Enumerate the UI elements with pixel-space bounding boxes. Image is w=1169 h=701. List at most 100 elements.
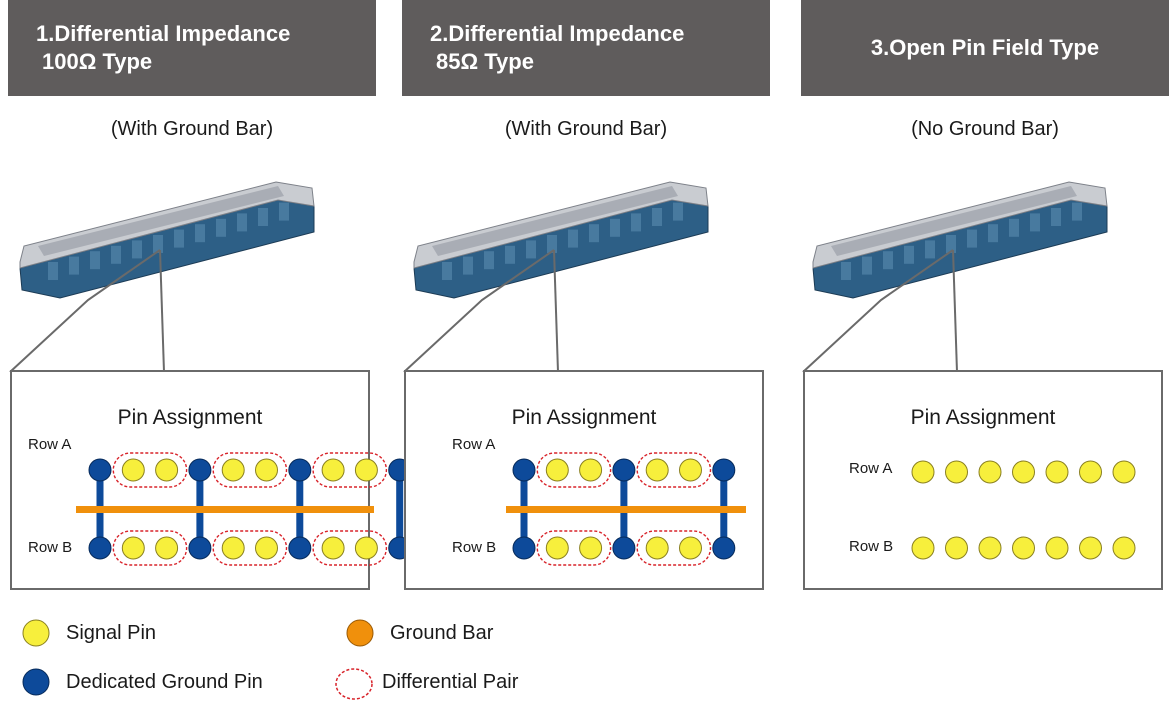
- header-line-1: 3.Open Pin Field Type: [870, 35, 1100, 60]
- panel-100-ohm: 1.Differential Impedance 100Ω Type (With…: [8, 0, 412, 600]
- ground-pin: [188, 536, 212, 560]
- connector-segment: [862, 256, 872, 275]
- ground-pin: [512, 458, 536, 482]
- ground-bar: [76, 506, 374, 513]
- callout-line: [952, 249, 958, 373]
- legend-label: Ground Bar: [390, 621, 494, 644]
- ground-pin: [512, 536, 536, 560]
- signal-pin: [1079, 460, 1102, 484]
- connector-segment: [279, 202, 289, 221]
- panel-header: 2.Differential Impedance 85Ω Type: [402, 0, 770, 96]
- header-line-1: 1.Differential Impedance: [36, 21, 291, 46]
- ground-pin: [612, 536, 636, 560]
- ground-bar: [506, 506, 746, 513]
- connector-ridge: [38, 186, 284, 256]
- panel-header: 3.Open Pin Field Type: [801, 0, 1169, 96]
- legend-signal-pin: Signal Pin: [16, 618, 156, 648]
- differential-pair-outline: [536, 452, 612, 488]
- signal-pin: [945, 536, 968, 560]
- signal-pin: [679, 458, 702, 482]
- pin-assignment-title: Pin Assignment: [117, 406, 263, 429]
- connector-segment: [153, 235, 163, 253]
- signal-pin: [321, 536, 345, 560]
- connector-segment: [442, 262, 452, 280]
- signal-pin: [645, 458, 669, 482]
- callout-line: [553, 249, 559, 373]
- ground-pin: [88, 458, 112, 482]
- ground-pin: [712, 536, 736, 560]
- connector-segment: [883, 251, 893, 270]
- differential-pair-outline: [112, 452, 188, 488]
- differential-pair-outline: [212, 530, 288, 566]
- legend-label: Differential Pair: [382, 670, 519, 693]
- connector-segment: [463, 256, 473, 275]
- signal-pin: [1012, 460, 1035, 484]
- connector-segment: [547, 235, 557, 253]
- row-b-label: Row B: [452, 539, 497, 556]
- signal-pin: [255, 536, 278, 560]
- panel-subtitle: (With Ground Bar): [110, 118, 274, 140]
- connector-segment: [505, 245, 515, 264]
- signal-pin: [255, 458, 278, 482]
- signal-pin: [545, 536, 569, 560]
- connector-segment: [1009, 218, 1019, 237]
- signal-pin: [321, 458, 345, 482]
- connector-segment: [1051, 208, 1061, 226]
- panel-85-ohm: 2.Differential Impedance 85Ω Type (With …: [402, 0, 770, 600]
- connector-segment: [841, 262, 851, 280]
- signal-pin: [679, 536, 702, 560]
- connector-drawing: [812, 181, 1108, 299]
- connector-drawing: [413, 181, 709, 299]
- connector-segment: [568, 229, 578, 248]
- ground-pin: [712, 458, 736, 482]
- legend-ground-bar: Ground Bar: [340, 618, 493, 648]
- pin-diagram: [506, 452, 746, 566]
- connector-ridge: [831, 186, 1077, 256]
- signal-pin: [155, 458, 179, 482]
- connector-drawing: [19, 181, 315, 299]
- differential-pair-icon: [335, 668, 373, 700]
- signal-pin: [1112, 460, 1136, 484]
- row-a-label: Row A: [849, 460, 893, 477]
- connector-segment: [904, 245, 914, 264]
- connector-segment: [946, 235, 956, 253]
- connector-segment: [48, 262, 58, 280]
- legend-label: Signal Pin: [66, 621, 157, 644]
- callout-line: [159, 249, 165, 373]
- signal-pin: [221, 458, 245, 482]
- connector-segment: [988, 224, 998, 243]
- legend-label: Dedicated Ground Pin: [66, 670, 263, 693]
- pin-assignment-box: Pin Assignment Row A Row B: [404, 370, 764, 590]
- connector-segment: [90, 251, 100, 270]
- signal-pin: [945, 460, 968, 484]
- header-line-2: 100Ω Type: [42, 49, 153, 74]
- ground-pin-icon: [22, 668, 50, 696]
- connector-segment: [967, 229, 977, 248]
- row-b-label: Row B: [849, 538, 894, 555]
- row-a-label: Row A: [28, 436, 72, 453]
- ground-pin: [288, 458, 312, 482]
- legend-dedicated-ground-pin: Dedicated Ground Pin: [16, 667, 263, 697]
- panel-subtitle: (With Ground Bar): [504, 118, 668, 140]
- row-a-label: Row A: [452, 436, 496, 453]
- connector-segment: [1072, 202, 1082, 221]
- signal-pin: [1112, 536, 1136, 560]
- differential-pair-outline: [312, 530, 388, 566]
- pin-diagram: [76, 452, 412, 566]
- connector-image: [802, 181, 1108, 373]
- connector-segment: [589, 224, 599, 243]
- differential-pair-outline: [636, 530, 712, 566]
- connector-segment: [258, 208, 268, 226]
- connector-segment: [237, 213, 247, 232]
- callout-line: [403, 249, 555, 373]
- signal-pin: [911, 536, 935, 560]
- differential-pair-outline: [636, 452, 712, 488]
- signal-pin: [579, 536, 603, 560]
- callout-line: [802, 249, 954, 373]
- signal-pin: [1045, 460, 1069, 484]
- header-line-2: 85Ω Type: [436, 49, 534, 74]
- connector-segment: [69, 256, 79, 275]
- connector-image: [9, 181, 315, 373]
- panel-subtitle: (No Ground Bar): [911, 118, 1059, 140]
- signal-pin: [978, 460, 1002, 484]
